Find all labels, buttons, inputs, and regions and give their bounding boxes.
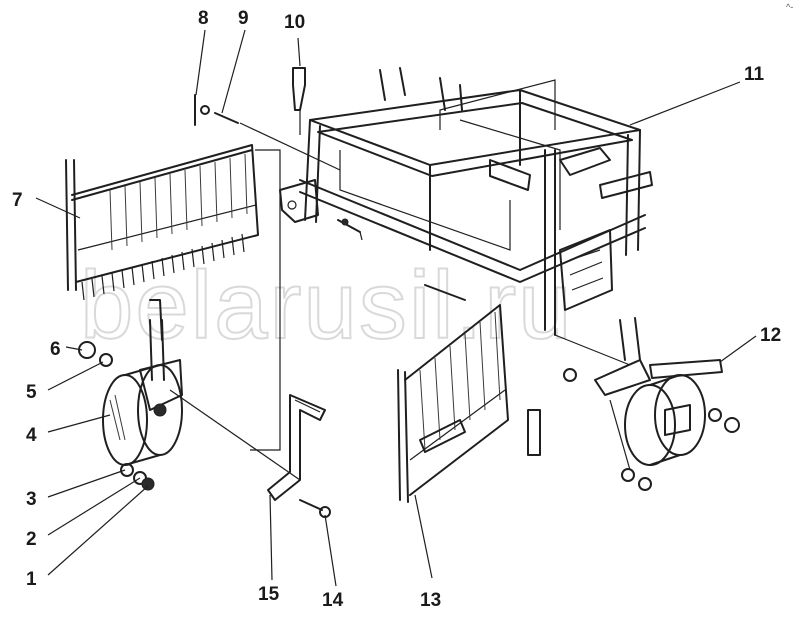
callout-7: 7 <box>12 190 23 211</box>
callout-6: 6 <box>50 339 61 360</box>
callout-4: 4 <box>26 425 37 446</box>
callout-14: 14 <box>322 590 344 611</box>
callout-1: 1 <box>26 569 37 590</box>
wheel-left <box>102 299 183 466</box>
callout-2: 2 <box>26 529 37 550</box>
callout-10: 10 <box>284 12 305 33</box>
callout-12: 12 <box>760 325 781 346</box>
rake-panel-left <box>65 144 259 301</box>
callout-3: 3 <box>26 489 37 510</box>
callout-15: 15 <box>258 584 280 605</box>
callout-9: 9 <box>238 8 249 29</box>
bolt-14 <box>299 499 331 518</box>
nut-1 <box>141 477 155 491</box>
leader-lines <box>35 29 757 587</box>
callout-5: 5 <box>26 382 37 403</box>
washer-5 <box>99 353 113 367</box>
rake-panel-right <box>397 304 509 503</box>
frame-assembly <box>279 67 653 336</box>
pins-top <box>194 67 541 456</box>
washer-3 <box>120 463 134 477</box>
wheel-right <box>563 317 740 491</box>
drawbar <box>267 394 326 501</box>
assembly-guide-lines <box>169 110 631 481</box>
callout-13: 13 <box>420 590 441 611</box>
callout-8: 8 <box>198 8 209 29</box>
corner-mark: ^- <box>786 2 793 12</box>
callout-11: 11 <box>744 64 765 85</box>
